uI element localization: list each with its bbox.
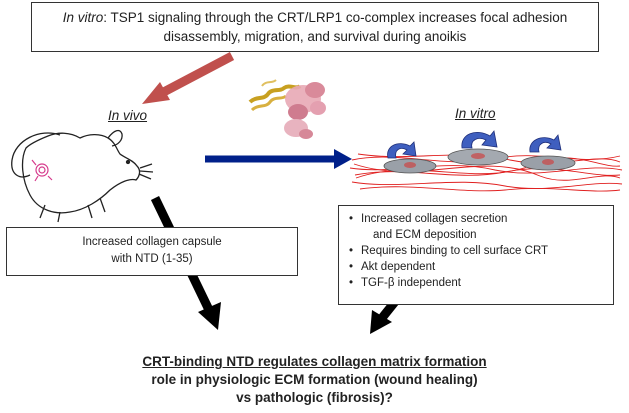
cells [383,148,576,174]
mouse-illustration [11,129,154,223]
protein-structure [248,79,326,139]
curved-blue-arrows [387,130,562,159]
summary-line-1: In vitro: TSP1 signaling through the CRT… [32,8,598,27]
result-item-collagen: Increased collagen secretion [347,211,605,227]
conclusion-line-2: role in physiologic ECM formation (wound… [151,372,478,387]
result-item-crt-binding: Requires binding to cell surface CRT [347,243,605,259]
tumor-mark [31,159,53,182]
result-item-ecm: and ECM deposition [373,229,477,241]
summary-line-2: disassembly, migration, and survival dur… [163,29,467,44]
in-vitro-label: In vitro [455,106,496,121]
summary-text-1: : TSP1 signaling through the CRT/LRP1 co… [103,10,568,25]
in-vivo-result-line-1: Increased collagen capsule [82,236,222,248]
result-item-akt: Akt dependent [347,259,605,275]
in-vivo-result-line-2: with NTD (1-35) [111,253,193,265]
conclusion-line-3: vs pathologic (fibrosis)? [236,390,393,405]
blue-arrow [205,149,352,169]
in-vitro-result-list: Increased collagen secretion and ECM dep… [347,211,605,291]
result-item-tgfb: TGF-β independent [347,275,605,291]
conclusion-title: CRT-binding NTD regulates collagen matri… [142,354,487,369]
conclusion-block: CRT-binding NTD regulates collagen matri… [0,353,629,407]
summary-in-vitro-label: In vitro [62,10,104,25]
in-vivo-result-box: Increased collagen capsule with NTD (1-3… [6,227,298,276]
red-arrow [142,52,235,104]
in-vivo-label: In vivo [108,108,148,123]
in-vitro-summary-box: In vitro: TSP1 signaling through the CRT… [31,2,599,52]
in-vitro-result-box: Increased collagen secretion and ECM dep… [338,205,614,305]
